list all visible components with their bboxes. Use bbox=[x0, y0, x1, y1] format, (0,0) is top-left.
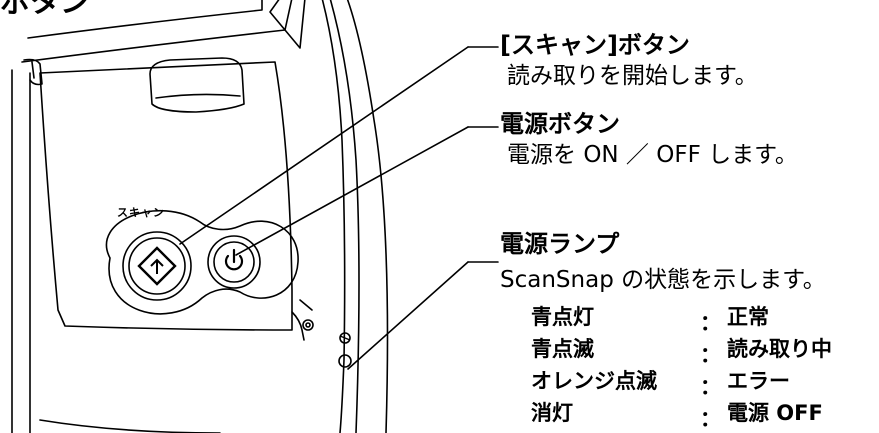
scan-button-ring bbox=[122, 231, 192, 301]
page-title-fragment: ボタン bbox=[0, 0, 90, 20]
scan-diamond-icon bbox=[137, 246, 177, 286]
device-scan-label: スキャン bbox=[117, 206, 165, 219]
power-desc-prefix: 電源を bbox=[507, 142, 584, 168]
power-symbol-icon bbox=[224, 248, 244, 271]
power-lamp-heading: 電源ランプ bbox=[500, 230, 620, 258]
power-button-ring bbox=[207, 235, 261, 289]
scan-button-description: 読み取りを開始します。 bbox=[507, 63, 758, 89]
lamp-state-meaning: エラー bbox=[727, 369, 790, 393]
panel-handle bbox=[149, 57, 245, 113]
lamp-desc-product: ScanSnap bbox=[500, 267, 614, 293]
scan-button-heading: [スキャン]ボタン bbox=[500, 31, 690, 59]
power-button-description: 電源を ON ／ OFF します。 bbox=[507, 144, 798, 167]
lamp-state-separator: ： bbox=[700, 343, 721, 367]
lamp-state-name: 青点灯 bbox=[531, 305, 594, 329]
housing-edge bbox=[321, 0, 346, 433]
lamp-state-meaning: 正常 bbox=[727, 305, 769, 329]
lamp-state-meaning: 読み取り中 bbox=[727, 337, 832, 361]
lamp-state-name: オレンジ点滅 bbox=[531, 369, 657, 393]
lamp-symbol-icon bbox=[339, 335, 351, 341]
lamp-state-separator: ： bbox=[700, 407, 721, 431]
power-desc-off: OFF bbox=[656, 142, 701, 168]
power-desc-on: ON bbox=[583, 142, 619, 168]
top-cover bbox=[27, 0, 263, 39]
power-desc-slash: ／ bbox=[618, 142, 657, 168]
power-lamp bbox=[338, 354, 352, 368]
lamp-state-name: 青点滅 bbox=[531, 337, 594, 361]
power-button-heading: 電源ボタン bbox=[500, 110, 620, 138]
lamp-state-meaning: 電源 OFF bbox=[727, 401, 823, 425]
power-lamp-description: ScanSnap の状態を示します。 bbox=[500, 269, 826, 292]
front-panel bbox=[39, 61, 293, 331]
button-housing bbox=[105, 209, 299, 315]
power-desc-suffix: します。 bbox=[700, 142, 798, 168]
lamp-state-separator: ： bbox=[700, 375, 721, 399]
lamp-state-name: 消灯 bbox=[531, 401, 573, 425]
lamp-desc-suffix: の状態を示します。 bbox=[613, 267, 826, 293]
lamp-state-separator: ： bbox=[700, 311, 721, 335]
